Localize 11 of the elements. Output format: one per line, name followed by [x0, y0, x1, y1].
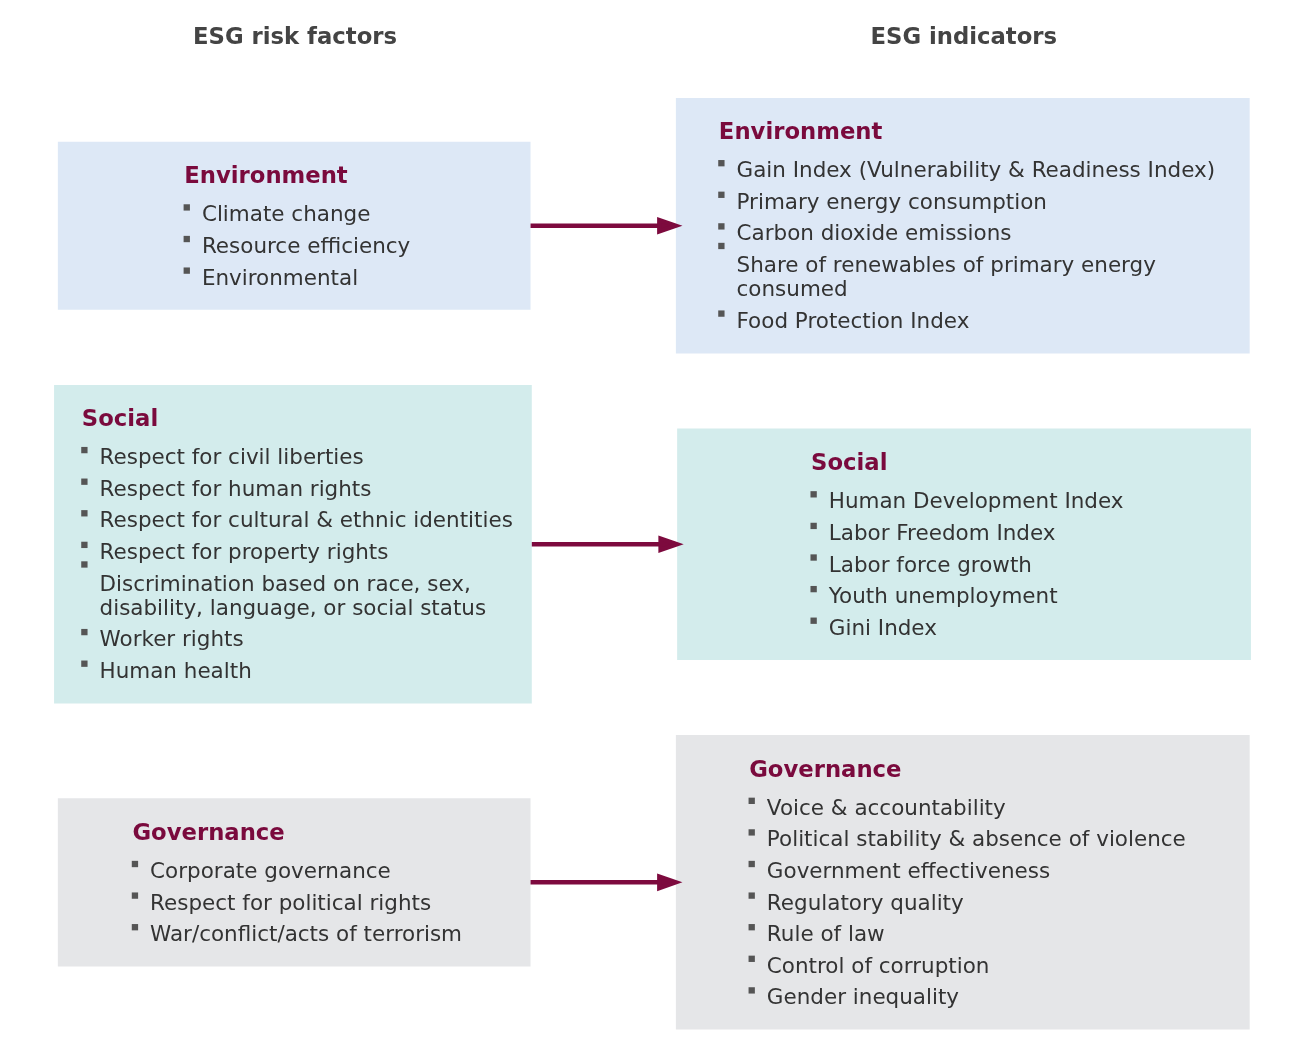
node-box: Environment Climate change Resource efficiency Environmental [57, 141, 531, 310]
arrow [530, 216, 682, 235]
label: ESG risk factors [192, 23, 397, 50]
node-box: Governance Voice & accountability Political stability & absence of violence Government effectiveness Regulatory quality Rule of law Control of corruption Gender inequality [675, 735, 1250, 1030]
node-box: Environment Gain Index (Vulnerability & Readiness Index) Primary energy consumption Carbon dioxide emissions Share of renewables of primary energy consumed Food Protection Index [675, 98, 1250, 354]
label: ESG indicators [870, 23, 1057, 50]
node-box: Social Respect for civil liberties Respect for human rights Respect for cultural & ethnic identities Respect for property rights Discrimination based on race, sex, disability, language, or social status Worker rights Human health [53, 385, 532, 704]
arrow [531, 535, 684, 554]
node-box: Governance Corporate governance Respect for political rights War/conflict/acts of terrorism [57, 798, 531, 967]
arrow [530, 873, 682, 892]
node-box: Social Human Development Index Labor Freedom Index Labor force growth Youth unemployment Gini Index [676, 428, 1251, 660]
